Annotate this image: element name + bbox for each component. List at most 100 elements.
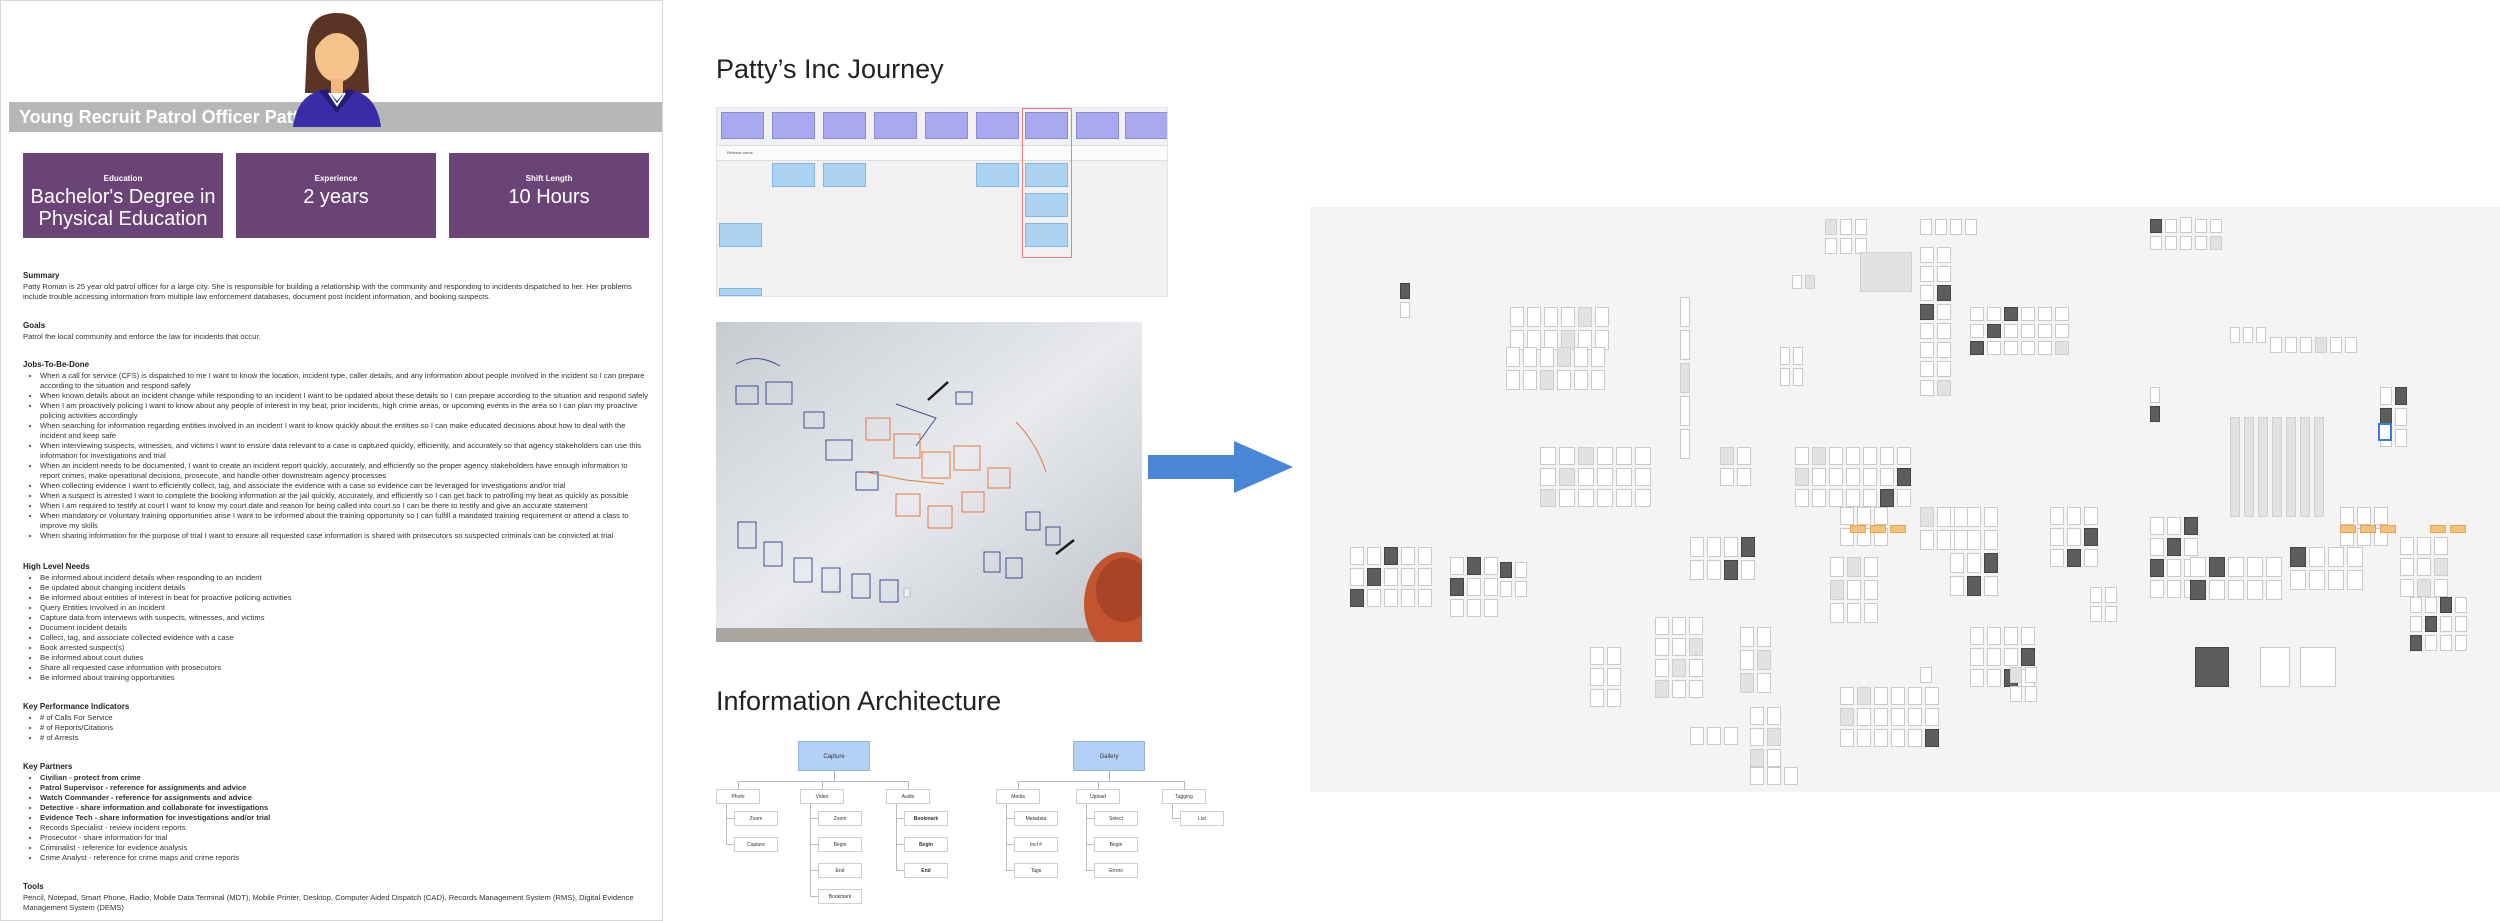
screen-thumbnail[interactable] <box>1937 247 1951 263</box>
screen-thumbnail[interactable] <box>1635 489 1651 507</box>
screen-thumbnail[interactable] <box>2374 507 2388 525</box>
screen-thumbnail[interactable] <box>1740 650 1754 670</box>
screen-thumbnail[interactable] <box>1857 507 1871 525</box>
screen-thumbnail[interactable] <box>2150 406 2160 422</box>
screen-thumbnail[interactable] <box>1527 307 1541 327</box>
screen-thumbnail[interactable] <box>2340 525 2356 533</box>
screen-thumbnail[interactable] <box>1880 489 1894 507</box>
screen-thumbnail[interactable] <box>1984 576 1998 596</box>
screen-thumbnail[interactable] <box>2021 324 2035 338</box>
screen-thumbnail[interactable] <box>2167 580 2181 598</box>
screen-thumbnail[interactable] <box>2417 579 2431 597</box>
screen-thumbnail[interactable] <box>1864 603 1878 623</box>
screen-thumbnail[interactable] <box>2090 587 2102 603</box>
screen-thumbnail[interactable] <box>1795 489 1809 507</box>
screen-thumbnail[interactable] <box>1400 283 1410 299</box>
screen-thumbnail[interactable] <box>1689 659 1703 677</box>
screen-thumbnail[interactable] <box>1908 729 1922 747</box>
screen-thumbnail[interactable] <box>2455 616 2467 632</box>
screen-thumbnail[interactable] <box>2400 558 2414 576</box>
screen-thumbnail[interactable] <box>2314 417 2324 517</box>
screen-thumbnail[interactable] <box>1920 219 1932 235</box>
screen-thumbnail[interactable] <box>1724 537 1738 557</box>
screen-thumbnail[interactable] <box>1920 304 1934 320</box>
screen-thumbnail[interactable] <box>1597 468 1613 486</box>
screen-thumbnail[interactable] <box>1857 708 1871 726</box>
screen-thumbnail[interactable] <box>2025 686 2037 702</box>
screen-thumbnail[interactable] <box>1680 297 1690 327</box>
screen-thumbnail[interactable] <box>1720 447 1734 465</box>
screen-thumbnail[interactable] <box>1655 638 1669 656</box>
screen-thumbnail[interactable] <box>1707 727 1721 745</box>
screen-thumbnail[interactable] <box>2247 580 2263 600</box>
screen-thumbnail[interactable] <box>1874 729 1888 747</box>
screen-thumbnail[interactable] <box>2180 217 2192 233</box>
screen-thumbnail[interactable] <box>1607 689 1621 707</box>
screen-thumbnail[interactable] <box>2150 387 2160 403</box>
screen-thumbnail[interactable] <box>1484 578 1498 596</box>
screen-thumbnail[interactable] <box>2260 647 2290 687</box>
screen-thumbnail[interactable] <box>1880 468 1894 486</box>
screen-thumbnail[interactable] <box>1540 447 1556 465</box>
screen-thumbnail[interactable] <box>2290 547 2306 567</box>
screen-thumbnail[interactable] <box>2256 327 2266 343</box>
screen-thumbnail[interactable] <box>1616 489 1632 507</box>
screen-thumbnail[interactable] <box>1559 468 1575 486</box>
screen-thumbnail[interactable] <box>1350 568 1364 586</box>
screen-thumbnail[interactable] <box>2270 337 2282 353</box>
screen-thumbnail[interactable] <box>1897 447 1911 465</box>
screen-thumbnail[interactable] <box>1515 562 1527 578</box>
screen-thumbnail[interactable] <box>1607 647 1621 665</box>
screen-thumbnail[interactable] <box>2425 616 2437 632</box>
screen-thumbnail[interactable] <box>1367 589 1381 607</box>
screen-thumbnail[interactable] <box>1616 447 1632 465</box>
screen-thumbnail[interactable] <box>1920 266 1934 282</box>
screen-thumbnail[interactable] <box>1937 323 1951 339</box>
screen-thumbnail[interactable] <box>1891 687 1905 705</box>
screen-thumbnail[interactable] <box>2440 635 2452 651</box>
screen-thumbnail[interactable] <box>1812 468 1826 486</box>
screen-thumbnail[interactable] <box>1984 507 1998 527</box>
screen-thumbnail[interactable] <box>1680 396 1690 426</box>
screen-thumbnail[interactable] <box>2021 627 2035 645</box>
screen-thumbnail[interactable] <box>2150 219 2162 233</box>
screen-thumbnail[interactable] <box>1540 489 1556 507</box>
screen-thumbnail[interactable] <box>1540 370 1554 390</box>
screen-thumbnail[interactable] <box>1920 380 1934 396</box>
screen-thumbnail[interactable] <box>1840 507 1854 525</box>
screen-thumbnail[interactable] <box>1846 447 1860 465</box>
screen-thumbnail[interactable] <box>2167 517 2181 535</box>
screen-thumbnail[interactable] <box>1830 580 1844 600</box>
screen-thumbnail[interactable] <box>1987 627 2001 645</box>
screen-thumbnail[interactable] <box>2038 307 2052 321</box>
screen-thumbnail[interactable] <box>1795 447 1809 465</box>
screen-thumbnail[interactable] <box>2309 547 2325 567</box>
screen-thumbnail[interactable] <box>1672 617 1686 635</box>
screen-thumbnail[interactable] <box>1597 489 1613 507</box>
screen-thumbnail[interactable] <box>1970 324 1984 338</box>
screen-thumbnail[interactable] <box>1864 580 1878 600</box>
screen-thumbnail[interactable] <box>1864 557 1878 577</box>
screen-thumbnail[interactable] <box>2455 597 2467 613</box>
screen-thumbnail[interactable] <box>1750 707 1764 725</box>
screen-thumbnail[interactable] <box>1846 489 1860 507</box>
screen-thumbnail[interactable] <box>1655 680 1669 698</box>
screen-thumbnail[interactable] <box>2195 647 2229 687</box>
screen-thumbnail[interactable] <box>2004 341 2018 355</box>
screen-thumbnail[interactable] <box>2025 667 2037 683</box>
screen-thumbnail[interactable] <box>1987 648 2001 666</box>
screen-thumbnail[interactable] <box>1840 238 1852 254</box>
screen-thumbnail[interactable] <box>2228 580 2244 600</box>
screen-thumbnail[interactable] <box>2440 597 2452 613</box>
screen-thumbnail[interactable] <box>1920 342 1934 358</box>
screen-thumbnail[interactable] <box>2167 538 2181 556</box>
screen-thumbnail[interactable] <box>1418 568 1432 586</box>
screen-thumbnail[interactable] <box>1384 589 1398 607</box>
screen-thumbnail[interactable] <box>2410 635 2422 651</box>
screen-thumbnail[interactable] <box>2084 549 2098 567</box>
screen-thumbnail[interactable] <box>1418 589 1432 607</box>
screen-thumbnail[interactable] <box>1690 560 1704 580</box>
screen-thumbnail[interactable] <box>1857 687 1871 705</box>
screen-thumbnail[interactable] <box>1401 568 1415 586</box>
screen-thumbnail[interactable] <box>1741 537 1755 557</box>
